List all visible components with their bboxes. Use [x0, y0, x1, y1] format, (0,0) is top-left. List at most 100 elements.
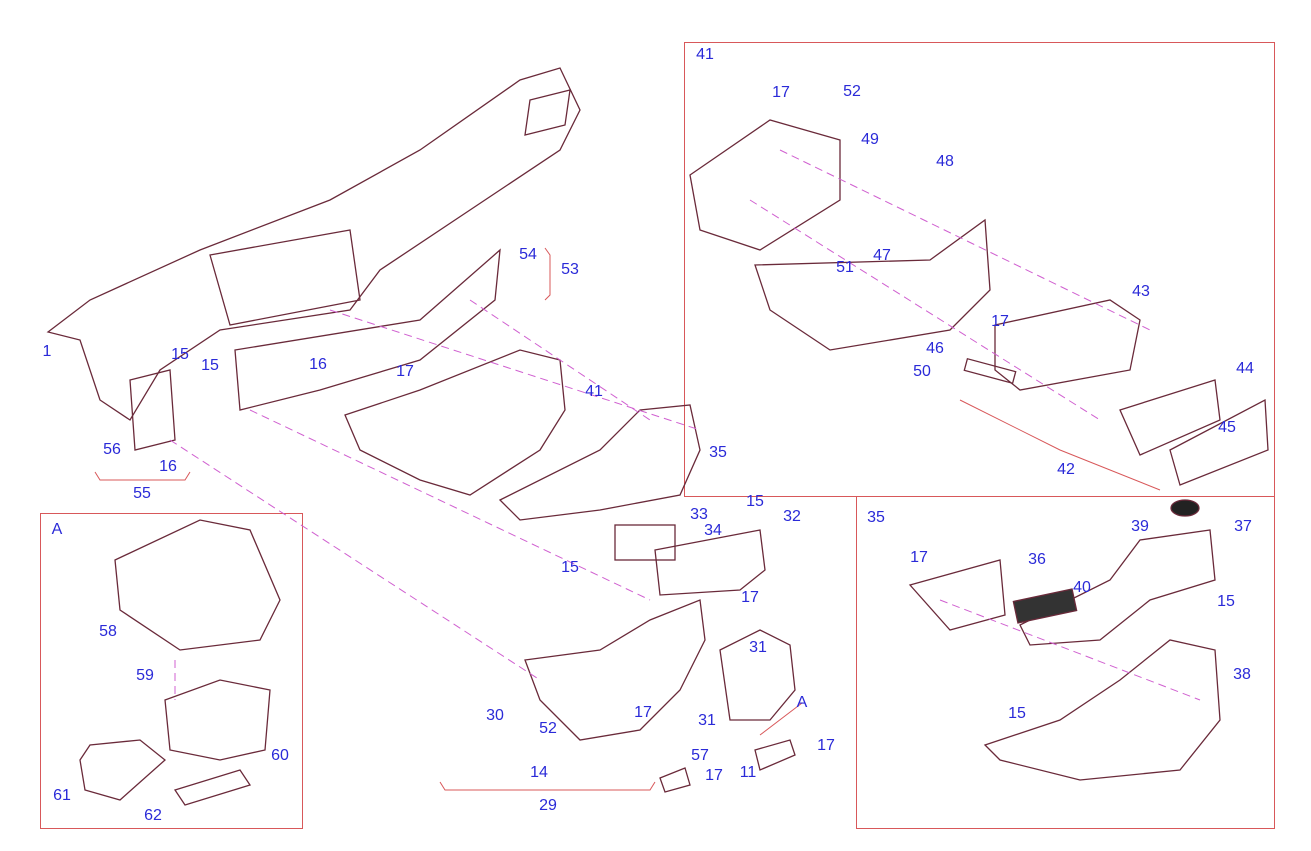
callout-number: 46: [926, 340, 944, 357]
callout-number: 49: [861, 131, 879, 148]
callout-number: 15: [746, 493, 764, 510]
callout-number: A: [796, 694, 808, 711]
part-58: [114, 519, 281, 651]
callout-number: 62: [144, 807, 162, 824]
callout-number: 15: [1217, 593, 1235, 610]
part-36: [908, 559, 1006, 631]
detail-title: 35: [867, 509, 885, 526]
callout-number: 32: [783, 508, 801, 525]
detail-title: A: [51, 521, 63, 538]
leader-line: [169, 439, 541, 681]
group-bracket-55: [94, 471, 191, 481]
callout-number: 1: [42, 343, 52, 360]
panel-part-32: [654, 529, 766, 596]
dashboard-cluster: [209, 229, 361, 326]
callout-number: 16: [309, 356, 327, 373]
frame-connector: [759, 702, 803, 736]
callout-number: 11: [739, 764, 757, 781]
storage-tray-49: [689, 119, 841, 251]
callout-number: 45: [1218, 419, 1236, 436]
callout-number: 53: [561, 261, 579, 278]
panel-44: [1119, 379, 1221, 456]
leader-line: [749, 199, 1101, 421]
bracket-part-57: [659, 767, 691, 793]
bracket-part-11: [754, 739, 796, 771]
callout-number: 40: [1073, 579, 1091, 596]
callout-number: 36: [1028, 551, 1046, 568]
callout-number: 47: [873, 247, 891, 264]
callout-number: 38: [1233, 666, 1251, 683]
leader-line: [469, 299, 651, 421]
group-bracket-29: [439, 781, 656, 791]
leader-line: [939, 599, 1201, 701]
callout-number: 17: [910, 549, 928, 566]
group-bracket-53: [544, 247, 551, 301]
console-part-41: [344, 349, 566, 496]
callout-number: 52: [539, 720, 557, 737]
callout-number: 17: [817, 737, 835, 754]
callout-number: 34: [704, 522, 722, 539]
leader-line: [249, 409, 651, 601]
group-bracket-42: [959, 399, 1161, 491]
panel-part-56: [129, 369, 176, 451]
callout-number: 44: [1236, 360, 1254, 377]
part-33: [614, 524, 676, 561]
callout-number: 17: [634, 704, 652, 721]
callout-number: 33: [690, 506, 708, 523]
callout-number: 35: [709, 444, 727, 461]
base-38: [983, 639, 1221, 781]
mat-40: [1012, 588, 1078, 624]
detail-title: 41: [696, 46, 714, 63]
callout-number: 15: [201, 357, 219, 374]
callout-number: 31: [749, 639, 767, 656]
callout-number: 56: [103, 441, 121, 458]
frame-part-30: [524, 599, 706, 741]
leader-line: [779, 149, 1151, 331]
callout-number: 37: [1234, 518, 1252, 535]
callout-number: 50: [913, 363, 931, 380]
console-part-35: [498, 404, 701, 521]
panel-45: [1169, 398, 1269, 486]
callout-number: 41: [585, 383, 603, 400]
callout-number: 58: [99, 623, 117, 640]
part-61: [79, 739, 167, 801]
cap-39: [1170, 499, 1200, 517]
callout-number: 48: [936, 153, 954, 170]
part-60: [164, 679, 271, 761]
callout-number: 29: [539, 797, 557, 814]
tray-43: [994, 299, 1141, 391]
callout-number: 14: [530, 764, 548, 781]
callout-number: 61: [53, 787, 71, 804]
housing-48: [754, 218, 991, 351]
callout-number: 15: [561, 559, 579, 576]
callout-number: 42: [1057, 461, 1075, 478]
dashboard-part: [46, 67, 581, 421]
callout-number: 17: [772, 84, 790, 101]
callout-number: 15: [171, 346, 189, 363]
callout-number: 15: [1008, 705, 1026, 722]
lower-panel-part-16: [234, 248, 501, 411]
console-37: [1019, 529, 1216, 646]
part-62: [173, 769, 252, 806]
callout-number: 51: [836, 259, 854, 276]
detail-frame-a: [40, 513, 303, 829]
callout-number: 60: [271, 747, 289, 764]
callout-number: 17: [991, 313, 1009, 330]
callout-number: 55: [133, 485, 151, 502]
callout-number: 17: [741, 589, 759, 606]
part-31: [719, 629, 796, 721]
callout-number: 54: [519, 246, 537, 263]
callout-number: 16: [159, 458, 177, 475]
strip-46: [963, 357, 1017, 385]
callout-number: 30: [486, 707, 504, 724]
dashboard-vent: [524, 89, 571, 136]
callout-number: 39: [1131, 518, 1149, 535]
callout-number: 59: [136, 667, 154, 684]
callout-number: 43: [1132, 283, 1150, 300]
callout-number: 17: [705, 767, 723, 784]
callout-number: 17: [396, 363, 414, 380]
callout-number: 52: [843, 83, 861, 100]
callout-number: 31: [698, 712, 716, 729]
